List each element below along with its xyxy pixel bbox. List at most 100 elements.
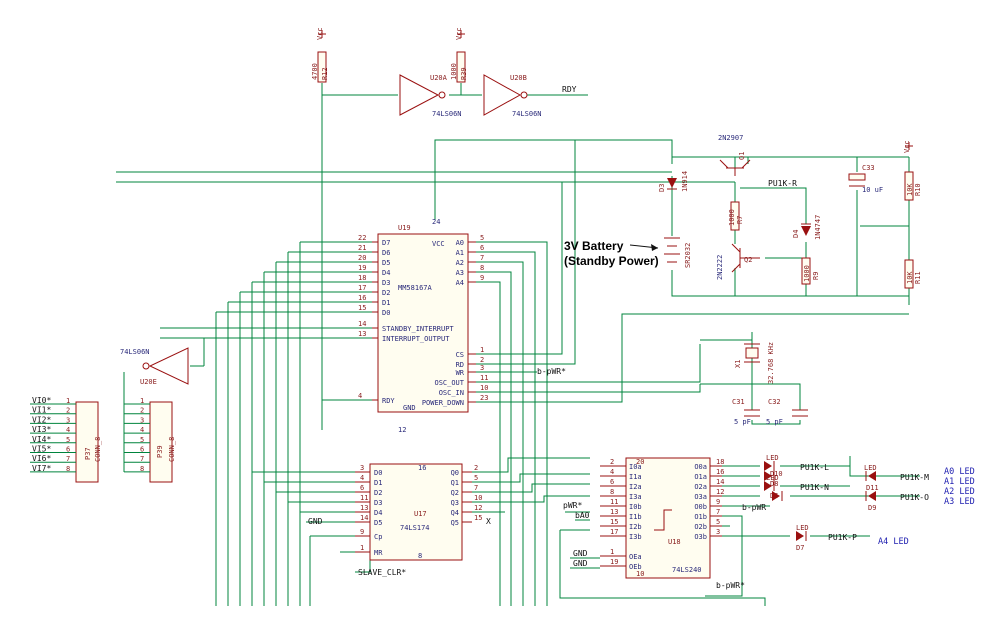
u17-left-pin-label: D5 (374, 519, 382, 527)
u20b-part: 74LS06N (512, 110, 542, 118)
d7-led-label: LED (796, 524, 809, 532)
u18-right-pin-number: 12 (716, 488, 724, 496)
u17-left-pin-number: 14 (360, 514, 368, 522)
capacitor-c33: C33 10 uF (848, 164, 883, 194)
a1-led-label: A1 LED (944, 477, 975, 487)
capacitor-c32: C32 5 pF (766, 398, 808, 426)
inverter-u20e: 74LS06N U20E (120, 347, 189, 386)
u18-right-pin-label: O2a (694, 483, 707, 491)
d10-ref: D10 (770, 470, 783, 478)
u18-ref: U18 (668, 538, 681, 546)
battery-bt1: SR2032 3V Battery (Standby Power) (564, 237, 692, 268)
u19-left-pin-label: D0 (382, 309, 390, 317)
inverter-u20b: U20B 74LS06N RDY (483, 74, 577, 118)
p37-signal-label: VI2* (32, 415, 51, 424)
u17-right-pin-label: Q5 (451, 519, 459, 527)
u19-left-pin-label: D3 (382, 279, 390, 287)
u19-right-pin-number: 10 (480, 384, 488, 392)
u17-left-pin-number: 1 (360, 544, 364, 552)
u19-right-pin-number: 2 (480, 356, 484, 364)
pu1k-o-label: PU1K-O (900, 493, 929, 502)
u17-gnd-pin: 8 (418, 552, 422, 560)
wire-layer (116, 83, 920, 606)
u18-right-pin-number: 9 (716, 498, 720, 506)
u17-left-pin-number: 13 (360, 504, 368, 512)
led-d11: LED D11 (864, 464, 879, 492)
led-group: LED D10 D8 LED D6 LED D11 D9 LED D7 (764, 454, 975, 552)
u17-part: 74LS174 (400, 524, 430, 532)
u19-left-pin-label: D1 (382, 299, 390, 307)
u18-gnd1-net: GND (573, 549, 588, 558)
d3-ref: D3 (658, 184, 666, 192)
p39-pin-number: 3 (140, 416, 144, 424)
u19-left-pin-label: D5 (382, 259, 390, 267)
u18-left-pin-label: OEa (629, 553, 642, 561)
pu1k-l-label: PU1K-L (800, 463, 829, 472)
u19-left-pin-number: 22 (358, 234, 366, 242)
p39-pin-number: 5 (140, 436, 144, 444)
d3-value: 1N914 (681, 171, 689, 192)
p39-pin-number: 1 (140, 397, 144, 405)
u19-right-pin-label: CS (456, 351, 464, 359)
u19-left-pins: 22D721D620D519D418D317D216D115D014STANDB… (358, 234, 454, 405)
u19-right-pin-label: A2 (456, 259, 464, 267)
rdy-net-label: RDY (562, 85, 577, 94)
u17-left-pin-number: 9 (360, 528, 364, 536)
u19-gnd-label: GND (403, 404, 416, 412)
u17-left-pin-number: 3 (360, 464, 364, 472)
u18-right-pin-number: 16 (716, 468, 724, 476)
p37-pin-number: 6 (66, 446, 70, 454)
d11-led-label: LED (864, 464, 877, 472)
u17-left-pin-number: 6 (360, 484, 364, 492)
vcc-label-r12: Vcc (316, 27, 324, 40)
x1-value: 32.768 KHz (767, 342, 775, 384)
u18-right-pin-label: O3b (694, 533, 707, 541)
u19-right-pin-label: OSC_OUT (434, 379, 464, 387)
p39-ref: P39 (156, 445, 164, 458)
r39-value: 1000 (450, 63, 458, 80)
vcc-label-r10: Vcc (903, 140, 911, 153)
r7-value: 1000 (728, 209, 736, 226)
u18-gnd-pin: 10 (636, 570, 644, 578)
u18-vcc-pin: 20 (636, 458, 644, 466)
u19-left-pin-number: 14 (358, 320, 366, 328)
u19-right-pin-number: 9 (480, 274, 484, 282)
u19-right-pin-number: 3 (480, 364, 484, 372)
crystal-x1: X1 32.768 KHz (734, 342, 775, 384)
u17-right-pin-number: 15 (474, 514, 482, 522)
u18-right-pin-label: O1b (694, 513, 707, 521)
u19-right-pin-number: 6 (480, 244, 484, 252)
u19-left-pin-label: D6 (382, 249, 390, 257)
u18-left-pin-label: I2b (629, 523, 642, 531)
u18-right-pin-number: 14 (716, 478, 724, 486)
u17-gnd-net: GND (308, 517, 323, 526)
u18-ba0-net: bA0 (575, 511, 590, 520)
r10-value: 10K (906, 183, 914, 196)
u20b-ref: U20B (510, 74, 527, 82)
u17-left-pin-label: D2 (374, 489, 382, 497)
p37-pin-number: 2 (66, 407, 70, 415)
u17-ref: U17 (414, 510, 427, 518)
vcc-label-r39: Vcc (455, 27, 463, 40)
u18-left-pin-label: I3a (629, 493, 642, 501)
u17-right-pin-number: 7 (474, 484, 478, 492)
diode-d3: D3 1N914 (658, 171, 689, 192)
p37-signal-label: VI0* (32, 396, 51, 405)
u19-left-pin-number: 18 (358, 274, 366, 282)
u19-left-pin-number: 4 (358, 392, 362, 400)
u19-right-pin-label: RD (456, 361, 464, 369)
x1-ref: X1 (734, 360, 742, 368)
u19-right-pin-number: 5 (480, 234, 484, 242)
u19-left-pin-number: 19 (358, 264, 366, 272)
c32-ref: C32 (768, 398, 781, 406)
u17-right-pin-label: Q0 (451, 469, 459, 477)
u17-left-pin-label: D3 (374, 499, 382, 507)
